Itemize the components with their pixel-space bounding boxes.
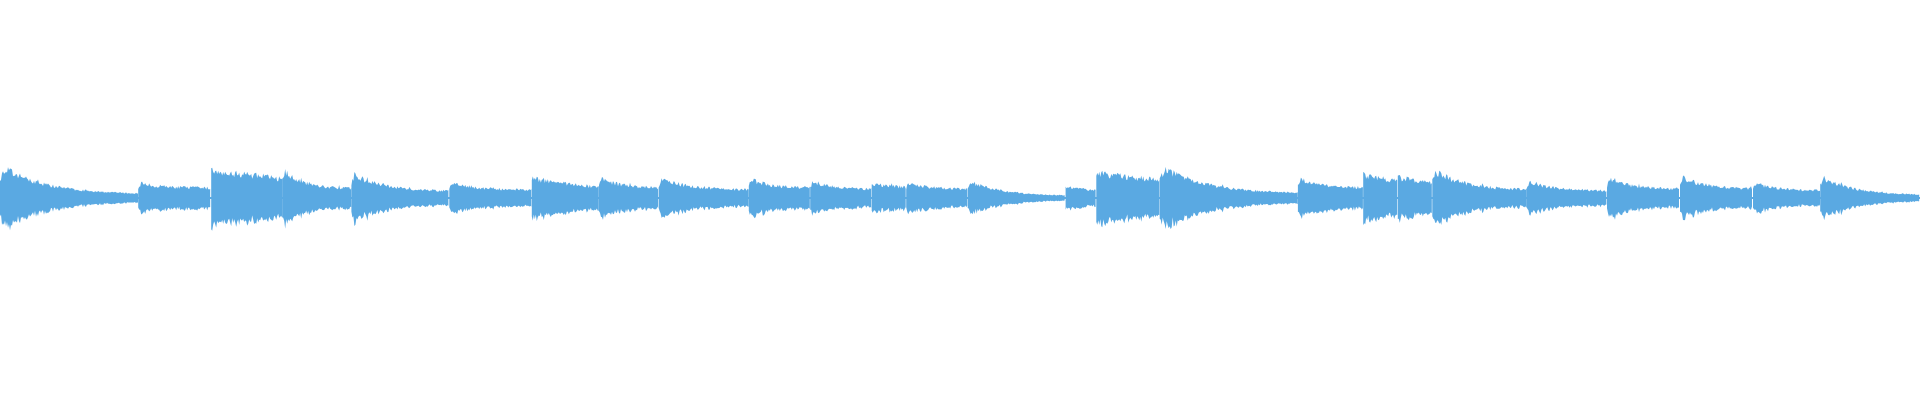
waveform-segments bbox=[0, 166, 1920, 231]
waveform-baseline bbox=[0, 197, 1920, 199]
waveform-segment bbox=[211, 167, 283, 231]
